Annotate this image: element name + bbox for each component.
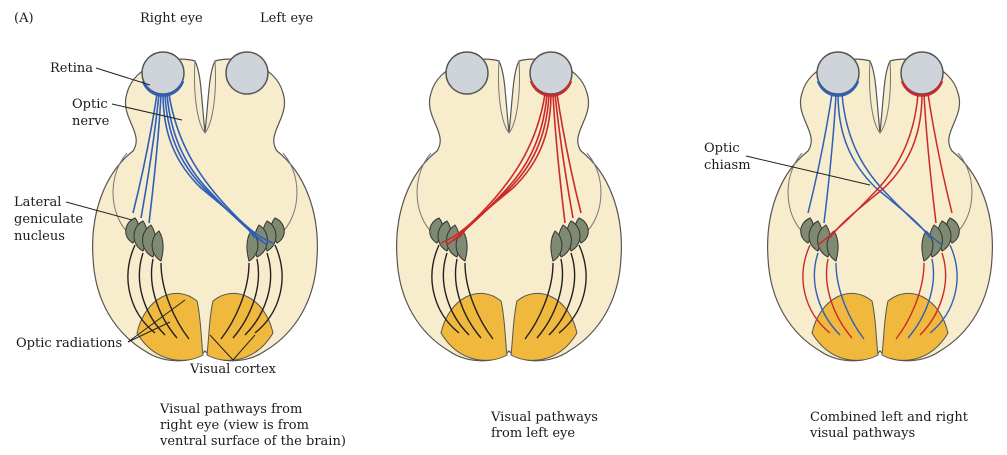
- panel-right-eye: [93, 52, 318, 361]
- caption-panel1-line1: Visual pathways from: [159, 402, 302, 417]
- optic-nerve-label-2: nerve: [72, 114, 110, 129]
- lgn-label-3: nucleus: [14, 229, 65, 244]
- panel-left-eye: [397, 52, 622, 361]
- caption-panel1-line2: right eye (view is from: [160, 418, 309, 433]
- visual-cortex-label: Visual cortex: [189, 362, 277, 377]
- optic-chiasm-label-2: chiasm: [704, 158, 751, 173]
- caption-panel3-line2: visual pathways: [809, 426, 915, 441]
- caption-panel1-line3: ventral surface of the brain): [159, 434, 346, 449]
- lgn-label-1: Lateral: [14, 195, 61, 210]
- optic-nerve-label-1: Optic: [72, 97, 108, 112]
- panel-combined: [768, 52, 993, 361]
- caption-panel3-line1: Combined left and right: [810, 410, 969, 425]
- left-eye-label: Left eye: [260, 11, 314, 26]
- optic-chiasm-label-1: Optic: [704, 141, 740, 156]
- retina-label: Retina: [50, 61, 93, 76]
- caption-panel2-line1: Visual pathways: [490, 410, 598, 425]
- right-eye-label: Right eye: [140, 11, 203, 26]
- caption-panel2-line2: from left eye: [491, 426, 575, 441]
- optic-radiations-label: Optic radiations: [16, 336, 122, 351]
- panel-letter: (A): [14, 11, 34, 26]
- lgn-label-2: geniculate: [14, 212, 83, 227]
